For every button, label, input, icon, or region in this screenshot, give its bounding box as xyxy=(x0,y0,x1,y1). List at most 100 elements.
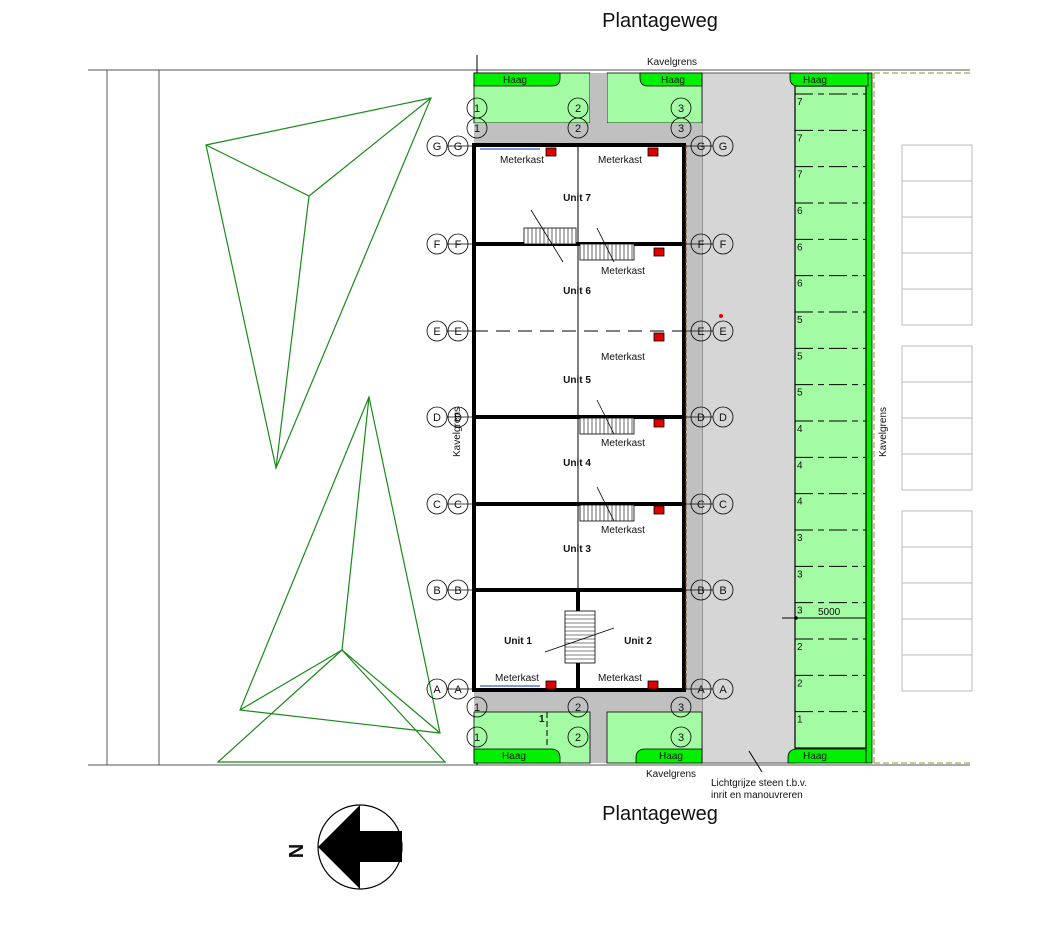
grid-label: 3 xyxy=(678,103,684,115)
meter-boxes xyxy=(545,147,665,690)
grid-bubble xyxy=(447,406,469,428)
grid-bubble xyxy=(690,579,712,601)
grid-label: G xyxy=(454,141,463,153)
grid-label: E xyxy=(454,326,461,338)
tree-outlines xyxy=(205,97,447,763)
grid-label: B xyxy=(719,585,726,597)
grid-bubble xyxy=(426,406,448,428)
grid-bubble xyxy=(426,678,448,700)
parking-space-number: 6 xyxy=(797,279,803,290)
grid-bubble xyxy=(690,320,712,342)
grid-bubble xyxy=(690,493,712,515)
marker-dot xyxy=(719,314,723,318)
grid-bubble xyxy=(447,493,469,515)
grid-label: A xyxy=(433,684,441,696)
grid-label: 3 xyxy=(678,702,684,714)
grid-bubble xyxy=(690,135,712,157)
grid-label: F xyxy=(434,239,441,251)
parking-space-number: 3 xyxy=(797,606,803,617)
grid-label: 3 xyxy=(678,123,684,135)
grid-label: D xyxy=(697,412,705,424)
grid-label: A xyxy=(719,684,727,696)
grid-label: D xyxy=(454,412,462,424)
parking-space-number: 6 xyxy=(797,242,803,253)
neighbour-block xyxy=(901,510,973,692)
dimension-label: 5000 xyxy=(818,607,841,618)
parking-space-number: 5 xyxy=(797,388,803,399)
unit-label: Unit 6 xyxy=(563,286,591,297)
grid-label: E xyxy=(433,326,440,338)
grid-bubble xyxy=(466,117,488,139)
hedge-label: Haag xyxy=(661,75,685,86)
grid-bubble xyxy=(712,135,734,157)
dimension-tick xyxy=(794,616,798,620)
grid-bubble xyxy=(567,696,589,718)
unit-label: Unit 2 xyxy=(624,636,652,647)
parking-space-number: 2 xyxy=(797,642,803,653)
grid-label: 1 xyxy=(474,123,480,135)
hedge-label: Haag xyxy=(803,75,827,86)
meterkast-label: Meterkast xyxy=(601,352,645,363)
parking-space-number: 7 xyxy=(797,170,803,181)
grid-label: A xyxy=(454,684,462,696)
hedge-strip-right xyxy=(865,72,873,764)
north-arrow: N xyxy=(284,804,403,890)
path-side-strip xyxy=(684,140,702,695)
driveway-note-line1: Lichtgrijze steen t.b.v. xyxy=(711,778,807,789)
hedge-label: Haag xyxy=(803,751,827,762)
grid-bubble xyxy=(567,726,589,748)
parking-space-number: 3 xyxy=(797,569,803,580)
hedge-label: Haag xyxy=(503,75,527,86)
grid-bubble xyxy=(690,233,712,255)
grid-bubble xyxy=(426,320,448,342)
hedge-label: Haag xyxy=(502,751,526,762)
grid-bubble xyxy=(447,678,469,700)
unit-label: Unit 4 xyxy=(563,458,591,469)
grid-label: D xyxy=(433,412,441,424)
parking-space-number: 7 xyxy=(797,133,803,144)
grid-bubble xyxy=(712,678,734,700)
grid-bubble xyxy=(670,117,692,139)
driveway-note-line2: inrit en manouvreren xyxy=(711,790,803,801)
unit-label: Unit 3 xyxy=(563,544,591,555)
unit-label: Unit 5 xyxy=(563,375,591,386)
grid-label: C xyxy=(697,499,705,511)
grid-bubble xyxy=(712,233,734,255)
grid-label: E xyxy=(697,326,704,338)
hedges xyxy=(473,72,869,764)
grid-bubble xyxy=(447,135,469,157)
parking-space-number: 5 xyxy=(797,351,803,362)
parking-space-number: 1 xyxy=(797,715,803,726)
grid-label: B xyxy=(433,585,440,597)
parking-space-number: 4 xyxy=(797,460,803,471)
grid-label: 1 xyxy=(474,103,480,115)
grid-label: B xyxy=(697,585,704,597)
grid-bubble xyxy=(426,233,448,255)
grid-bubble xyxy=(447,320,469,342)
meterkast-label: Meterkast xyxy=(601,266,645,277)
grid-bubble xyxy=(712,579,734,601)
neighbour-block xyxy=(901,144,973,326)
building xyxy=(472,143,687,692)
grid-label: 2 xyxy=(575,702,581,714)
grid-bubble xyxy=(670,726,692,748)
grid-bubble xyxy=(567,117,589,139)
path-top-vertical xyxy=(590,73,607,128)
stair-treads xyxy=(527,228,633,660)
grid-bubble xyxy=(426,579,448,601)
path-bottom-vertical xyxy=(590,705,607,763)
meterkast-label: Meterkast xyxy=(495,673,539,684)
grid-label: F xyxy=(698,239,705,251)
unit-label: Unit 1 xyxy=(504,636,532,647)
grid-label: 1 xyxy=(474,732,480,744)
grid-label: B xyxy=(454,585,461,597)
grid-label: 1 xyxy=(474,702,480,714)
neighbour-buildings xyxy=(901,144,973,692)
parking-space-number: 7 xyxy=(797,97,803,108)
hedge-label: Haag xyxy=(659,751,683,762)
grid-bubble xyxy=(712,406,734,428)
parking-space-number: 6 xyxy=(797,206,803,217)
grid-bubble xyxy=(447,233,469,255)
